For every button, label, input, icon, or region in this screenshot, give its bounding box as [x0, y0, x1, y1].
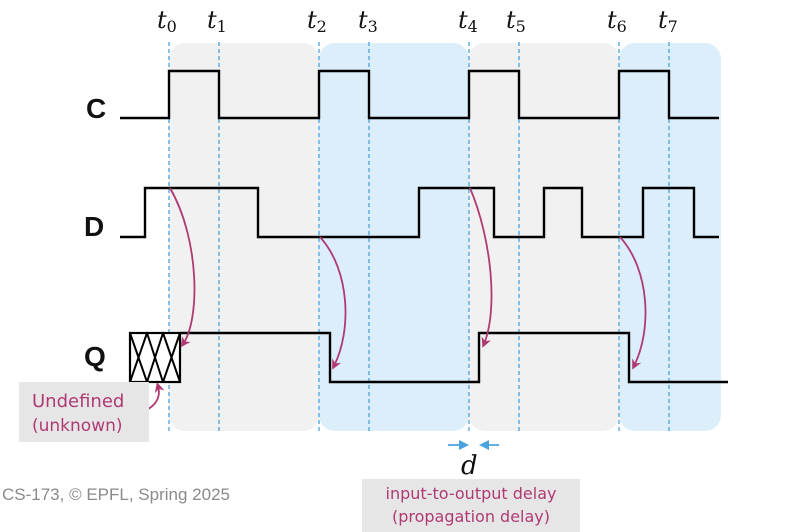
- time-label-t4: t4: [458, 6, 478, 36]
- time-label-t7: t7: [658, 6, 678, 36]
- arrow-t2-to-q: [319, 236, 347, 370]
- data-waveform: [120, 186, 719, 239]
- causality-arrows: [136, 187, 647, 414]
- undefined-hatch: [129, 332, 181, 383]
- time-label-t3: t3: [358, 6, 378, 36]
- undefined-note-line2: (unknown): [32, 416, 123, 436]
- undefined-region: [128, 331, 182, 384]
- clock-waveform: [120, 69, 719, 120]
- footer-credit: CS-173, © EPFL, Spring 2025: [2, 485, 230, 504]
- time-label-t6: t6: [607, 6, 627, 36]
- signal-label-output: Q: [84, 341, 106, 372]
- arrow-t0-to-q: [169, 187, 196, 348]
- signal-label-data: D: [84, 211, 104, 242]
- delay-note-line2: (propagation delay): [392, 507, 550, 526]
- arrow-t6-to-q: [619, 236, 647, 370]
- time-label-t2: t2: [307, 6, 327, 36]
- undefined-note: Undefined (unknown): [19, 382, 149, 442]
- delay-note-box: [362, 479, 580, 532]
- output-waveform: [180, 331, 728, 384]
- delay-note-line1: input-to-output delay: [386, 484, 557, 503]
- time-labels: t0 t1 t2 t3 t4 t5 t6 t7: [157, 6, 678, 36]
- time-label-t0: t0: [157, 6, 177, 36]
- undefined-note-box: [19, 382, 149, 442]
- delay-symbol: d: [461, 451, 478, 481]
- arrow-t4-to-q: [469, 187, 493, 348]
- undefined-note-line1: Undefined: [32, 391, 124, 412]
- signal-label-clock: C: [86, 93, 106, 124]
- time-label-t5: t5: [506, 6, 526, 36]
- time-label-t1: t1: [207, 6, 227, 36]
- delay-note: input-to-output delay (propagation delay…: [362, 479, 580, 532]
